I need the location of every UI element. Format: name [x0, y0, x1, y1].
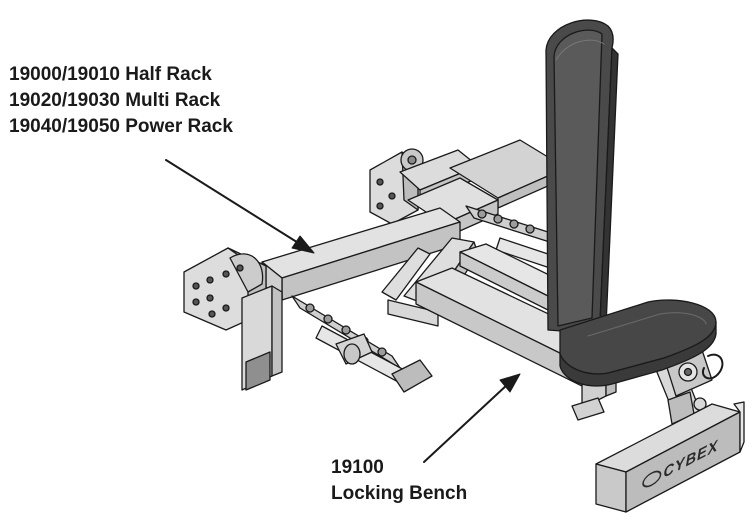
bench-rear-foot — [571, 397, 605, 421]
rack-model-line-half-rack: 19000/19010 Half Rack — [9, 64, 212, 85]
bench-model-number: 19100 — [331, 457, 384, 478]
rack-attachment — [183, 139, 567, 393]
locking-bench: CYBEX — [381, 19, 745, 513]
bench-a-frame-crossbar — [387, 299, 439, 327]
bench-callout-label: 19100 Locking Bench — [331, 455, 467, 507]
bench-model-name: Locking Bench — [331, 483, 468, 504]
rack-callout-arrow — [165, 159, 315, 254]
rack-model-line-multi-rack: 19020/19030 Multi Rack — [9, 90, 221, 111]
rack-model-line-power-rack: 19040/19050 Power Rack — [9, 116, 233, 137]
bench-pop-pin-handle — [702, 353, 724, 380]
bench-callout-arrow — [423, 373, 521, 463]
rack-callout-label: 19000/19010 Half Rack 19020/19030 Multi … — [9, 62, 233, 140]
rack-front-roller-housing — [229, 253, 264, 293]
